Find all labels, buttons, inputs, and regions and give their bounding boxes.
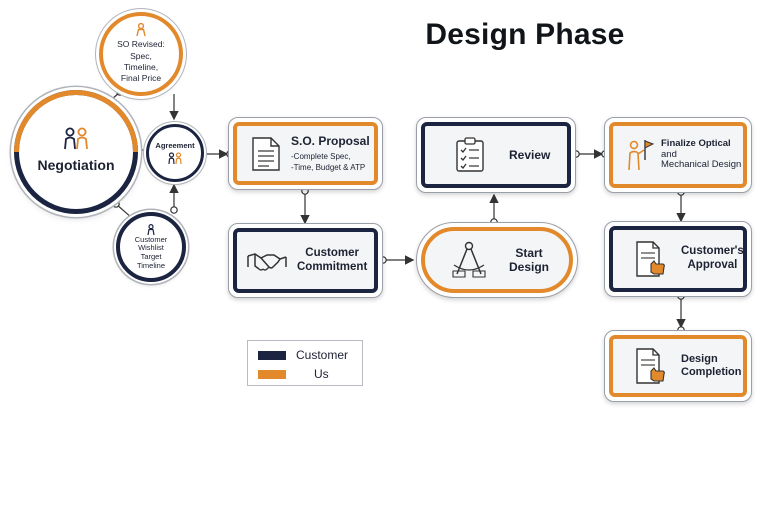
compass-icon (452, 241, 486, 278)
completion-line: Design (681, 352, 718, 365)
finalize-design-node: Finalize Optical and Mechanical Design (604, 117, 752, 193)
page-title: Design Phase (425, 18, 625, 51)
customer-commitment-node: Customer Commitment (228, 223, 383, 298)
customer-wishlist-node: Customer Wishlist Target Timeline (116, 212, 186, 282)
so-revised-label: SO Revised: (117, 39, 165, 50)
so-proposal-line: -Complete Spec, (291, 151, 351, 161)
checklist-icon (456, 137, 484, 172)
design-completion-node: Design Completion (604, 330, 752, 402)
negotiation-label: Negotiation (37, 156, 115, 173)
negotiation-node: Negotiation (14, 90, 138, 214)
commitment-line: Commitment (297, 260, 368, 273)
approval-line: Customer's (681, 245, 744, 258)
approved-document-icon (636, 241, 665, 277)
legend-item-us: Us (258, 367, 329, 381)
legend-label: Customer (296, 348, 349, 362)
start-design-line: Design (509, 260, 550, 274)
so-proposal-line: -Time, Budget & ATP (291, 162, 366, 172)
so-proposal-node: S.O. Proposal -Complete Spec, -Time, Bud… (228, 117, 383, 190)
legend-item-customer: Customer (258, 348, 348, 362)
start-design-line: Start (515, 245, 543, 260)
wishlist-line: Target (140, 252, 162, 261)
finalize-line: Mechanical Design (661, 159, 742, 171)
approved-document-icon (636, 348, 665, 384)
legend-swatch (258, 350, 286, 360)
so-revised-node: SO Revised: Spec, Timeline, Final Price (99, 12, 183, 96)
agreement-label: Agreement (155, 141, 195, 150)
so-revised-line: Final Price (120, 73, 162, 84)
legend-swatch (258, 369, 286, 379)
so-revised-line: Spec, (130, 50, 152, 61)
review-node: Review (416, 117, 576, 193)
wishlist-line: Customer (134, 234, 168, 244)
document-icon (252, 136, 280, 171)
person-icon (147, 223, 155, 235)
so-proposal-label: S.O. Proposal (291, 133, 370, 148)
wishlist-line: Timeline (136, 260, 166, 270)
legend-label: Us (314, 367, 329, 381)
handshake-icon (247, 252, 287, 271)
review-label: Review (509, 147, 551, 162)
so-revised-line: Timeline, (123, 62, 159, 72)
approval-line: Approval (687, 259, 738, 271)
person-icon (136, 23, 146, 37)
finalize-line: Finalize Optical (661, 137, 731, 149)
legend: Customer Us (247, 340, 363, 386)
commitment-line: Customer (305, 246, 359, 259)
agreement-node: Agreement (146, 124, 204, 182)
people-icon (168, 152, 182, 165)
wishlist-line: Wishlist (138, 243, 164, 253)
finalize-line: and (661, 148, 677, 160)
customers-approval-node: Customer's Approval (604, 221, 752, 297)
start-design-node: Start Design (416, 222, 578, 298)
completion-line: Completion (681, 366, 742, 378)
flag-person-icon (628, 140, 655, 171)
